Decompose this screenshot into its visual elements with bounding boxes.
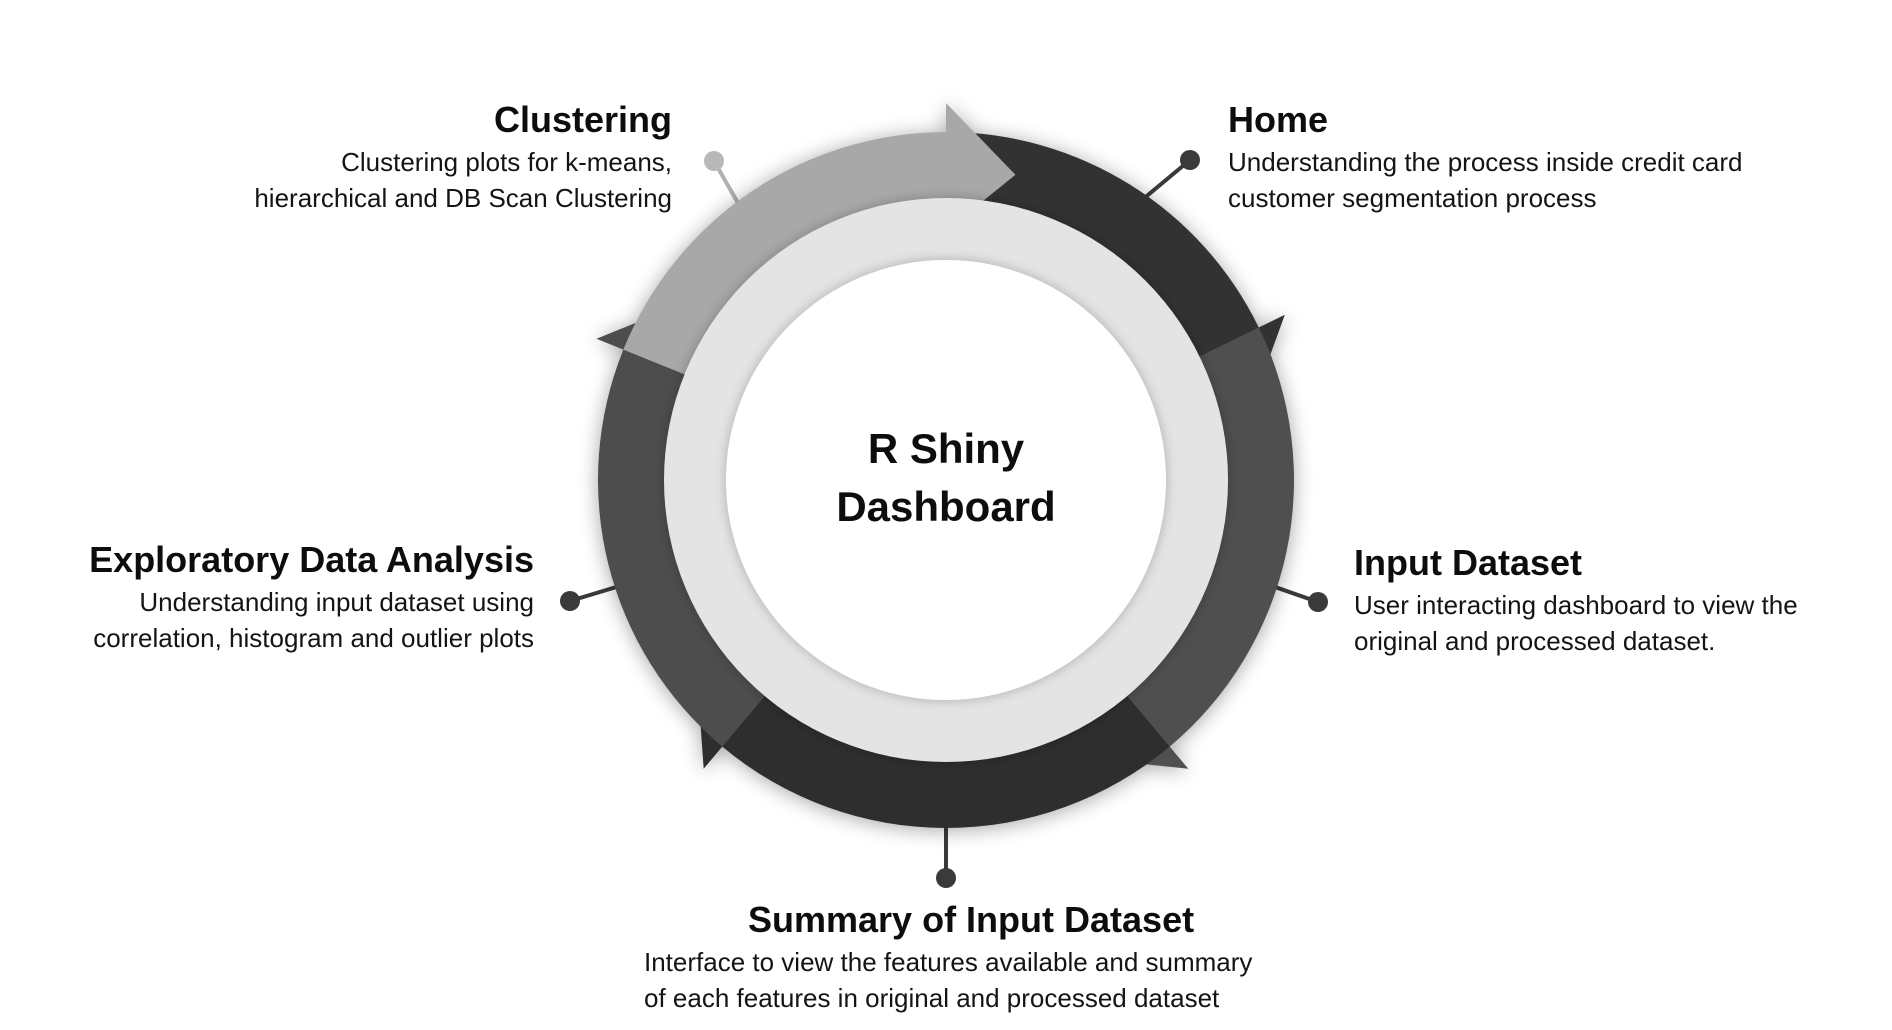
step-input-dataset: Input Dataset User interacting dashboard… [1354,543,1892,659]
step-home-title: Home [1228,99,1329,140]
step-home: Home Understanding the process inside cr… [1228,100,1892,216]
connector-home-line [1140,158,1192,202]
step-eda: Exploratory Data Analysis Understanding … [0,540,534,656]
step-clustering-title: Clustering [493,99,672,140]
step-summary-title: Summary of Input Dataset [748,899,1195,940]
connector-input-dot [1308,592,1328,612]
step-eda-desc-line1: Understanding input dataset using [139,587,534,617]
step-input-dataset-desc-line2: original and processed dataset. [1354,626,1716,656]
segment-home [946,132,1285,409]
segment-eda [596,301,768,747]
step-summary-desc-line2: of each features in original and process… [644,983,1220,1013]
step-input-dataset-desc: User interacting dashboard to view the o… [1354,587,1892,659]
ring-segments [596,103,1294,829]
step-summary: Summary of Input Dataset Interface to vi… [644,900,1364,1016]
center-title-line1: R Shiny [867,425,1025,472]
step-summary-desc-line1: Interface to view the features available… [644,947,1253,977]
step-clustering-desc-line2: hierarchical and DB Scan Clustering [254,183,672,213]
segment-input [1089,327,1294,769]
connector-lines [560,150,1328,888]
step-home-desc: Understanding the process inside credit … [1228,144,1892,216]
step-clustering-desc-line1: Clustering plots for k-means, [341,147,672,177]
step-summary-desc: Interface to view the features available… [644,944,1364,1016]
connector-summary-dot [936,868,956,888]
step-eda-title: Exploratory Data Analysis [89,539,534,580]
step-clustering-desc: Clustering plots for k-means, hierarchic… [0,144,672,216]
segment-summary [696,669,1170,829]
step-home-desc-line2: customer segmentation process [1228,183,1597,213]
connector-home-dot [1180,150,1200,170]
step-eda-desc-line2: correlation, histogram and outlier plots [93,623,534,653]
connector-eda-dot [560,591,580,611]
step-eda-desc: Understanding input dataset using correl… [0,584,534,656]
step-input-dataset-title: Input Dataset [1354,542,1583,583]
center-title: R Shiny Dashboard [736,420,1156,536]
connector-clustering-dot [704,151,724,171]
center-title-line2: Dashboard [836,483,1056,530]
step-clustering: Clustering Clustering plots for k-means,… [0,100,672,216]
segment-clustering [623,103,1016,376]
step-home-desc-line1: Understanding the process inside credit … [1228,147,1743,177]
step-input-dataset-desc-line1: User interacting dashboard to view the [1354,590,1798,620]
center-disc [726,260,1166,700]
